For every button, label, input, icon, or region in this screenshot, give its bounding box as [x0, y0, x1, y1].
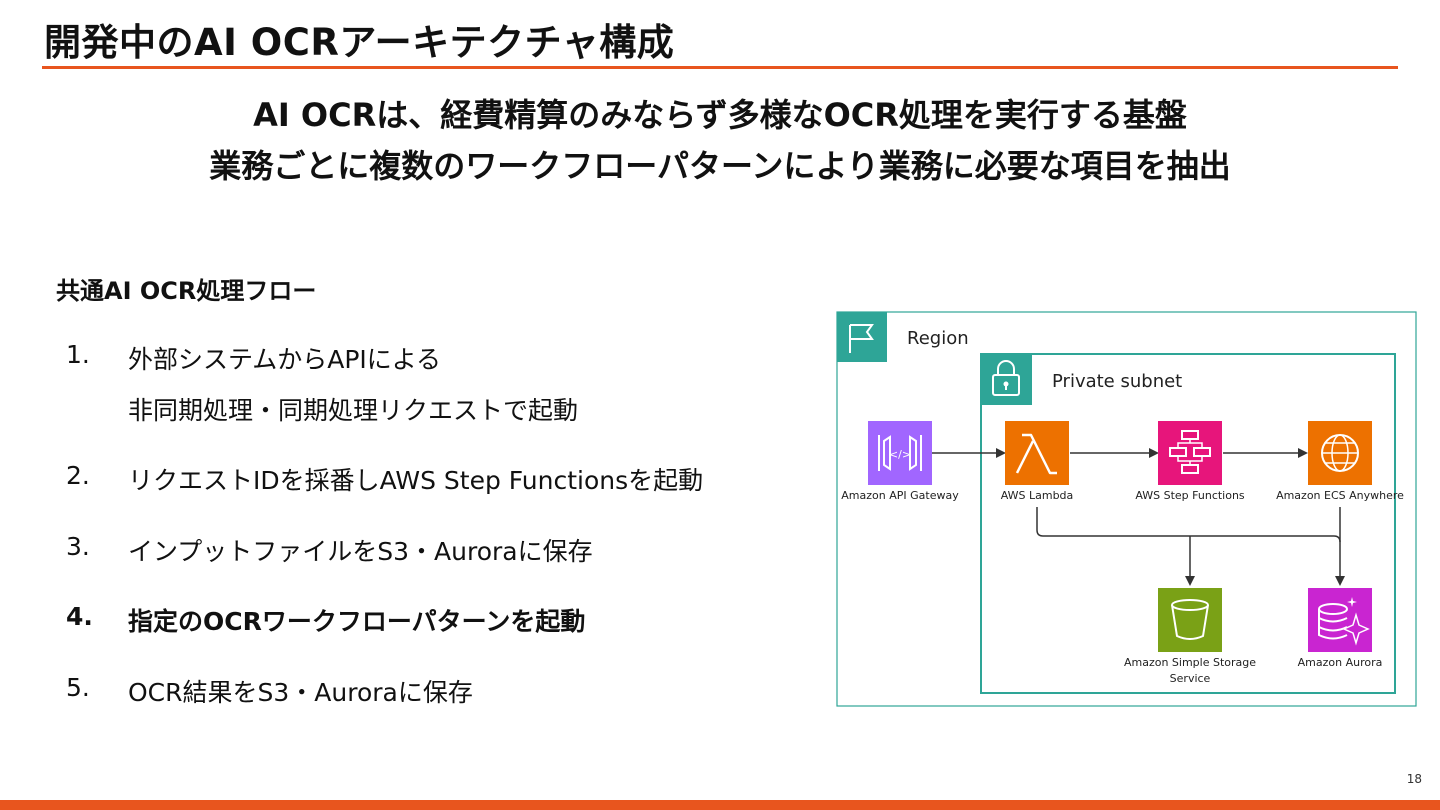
subnet-label: Private subnet — [1052, 371, 1182, 392]
step-text: 指定のOCRワークフローパターンを起動 — [128, 607, 586, 636]
private-subnet-boundary — [980, 353, 1396, 694]
s3-label: Amazon Simple Storage — [1124, 656, 1256, 669]
subtitle-line-2: 業務ごとに複数のワークフローパターンにより業務に必要な項目を抽出 — [209, 147, 1231, 185]
lambda-icon — [1005, 421, 1069, 485]
aurora-icon — [1308, 588, 1372, 652]
architecture-diagram: Region Private subnet </> Amazon API Gat… — [836, 311, 1417, 707]
step-functions-label: AWS Step Functions — [1135, 489, 1245, 502]
step-number: 1. — [66, 340, 90, 369]
step-text: インプットファイルをS3・Auroraに保存 — [128, 537, 593, 566]
slide-title: 開発中のAI OCRアーキテクチャ構成 — [44, 21, 675, 64]
step-number: 4. — [66, 602, 93, 631]
step-number: 2. — [66, 461, 90, 490]
lambda-label: AWS Lambda — [1001, 489, 1074, 502]
s3-label-continued: Service — [1170, 672, 1211, 685]
region-flag-icon — [837, 312, 887, 362]
step-text: 外部システムからAPIによる — [128, 345, 442, 374]
api-gateway-label: Amazon API Gateway — [841, 489, 959, 502]
aurora-label: Amazon Aurora — [1298, 656, 1383, 669]
bottom-accent-bar — [0, 800, 1440, 810]
svg-text:</>: </> — [889, 448, 911, 461]
subtitle-line-1: AI OCRは、経費精算のみならず多様なOCR処理を実行する基盤 — [253, 96, 1187, 134]
page-number: 18 — [1406, 772, 1422, 786]
step-number: 3. — [66, 532, 90, 561]
step-text: リクエストIDを採番しAWS Step Functionsを起動 — [128, 466, 704, 495]
ecs-anywhere-label: Amazon ECS Anywhere — [1276, 489, 1404, 502]
step-functions-icon — [1158, 421, 1222, 485]
title-underline — [42, 66, 1398, 69]
s3-bucket-icon — [1158, 588, 1222, 652]
step-text-continued: 非同期処理・同期処理リクエストで起動 — [128, 396, 579, 425]
lock-icon — [981, 354, 1032, 405]
step-number: 5. — [66, 673, 90, 702]
region-label: Region — [907, 328, 969, 349]
api-gateway-icon: </> — [868, 421, 932, 485]
step-text: OCR結果をS3・Auroraに保存 — [128, 678, 473, 707]
ecs-anywhere-icon — [1308, 421, 1372, 485]
flow-title: 共通AI OCR処理フロー — [56, 277, 317, 305]
